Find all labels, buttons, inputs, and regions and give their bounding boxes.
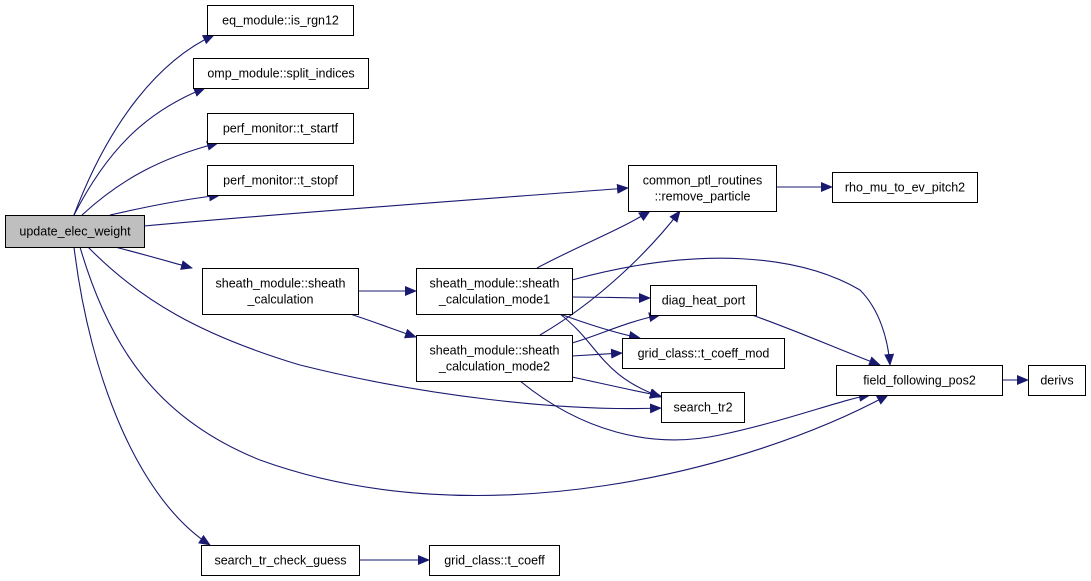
edge-update_elec_weight-to-search_tr2 [87, 246, 662, 414]
node-label-line: search_tr2 [673, 401, 732, 415]
edge-sheath_mode2-to-field_following [519, 380, 871, 441]
node-label-line: omp_module::split_indices [207, 67, 354, 81]
node-box[interactable] [201, 545, 360, 576]
node-box[interactable] [832, 172, 978, 203]
edge-sheath_mode1-to-diag_heat_port [571, 292, 651, 303]
node-is-rgn12[interactable]: eq_module::is_rgn12 [207, 5, 354, 36]
edge-update_elec_weight-to-t_startf [81, 140, 219, 216]
node-search-tr-check[interactable]: search_tr_check_guess [201, 545, 360, 576]
node-label-line: grid_class::t_coeff_mod [638, 347, 770, 361]
edge-line [571, 257, 895, 366]
edge-sheath_mode2-to-t_coeff_mod [571, 348, 623, 359]
node-t-startf[interactable]: perf_monitor::t_startf [207, 113, 354, 144]
node-label-line: field_following_pos2 [863, 374, 976, 388]
node-box[interactable] [628, 165, 777, 212]
edge-update_elec_weight-to-remove_particle [143, 183, 629, 227]
edge-sheath_mode1-to-remove_particle [536, 210, 651, 269]
edge-line [559, 313, 641, 341]
node-box[interactable] [1028, 365, 1086, 396]
edge-line [559, 313, 662, 398]
edge-line [143, 183, 629, 227]
edge-line [73, 246, 211, 546]
node-box[interactable] [429, 545, 560, 576]
node-label-line: rho_mu_to_ev_pitch2 [845, 181, 965, 195]
edge-line [571, 348, 623, 359]
node-field-following[interactable]: field_following_pos2 [836, 365, 1003, 396]
edge-line [87, 246, 662, 414]
node-update-elec-weight[interactable]: update_elec_weight [5, 215, 145, 248]
node-box[interactable] [622, 338, 785, 369]
edge-update_elec_weight-to-sheath_calc [114, 246, 193, 270]
node-label-line: search_tr_check_guess [214, 554, 346, 568]
node-box[interactable] [836, 365, 1003, 396]
node-label-line: derivs [1040, 374, 1073, 388]
edge-sheath_mode2-to-search_tr2 [571, 376, 662, 399]
node-t-coeff-mod[interactable]: grid_class::t_coeff_mod [622, 338, 785, 369]
edge-sheath_mode1-to-field_following [571, 257, 895, 366]
node-t-stopf[interactable]: perf_monitor::t_stopf [207, 165, 354, 196]
node-label-line: sheath_module::sheath [430, 277, 560, 291]
node-label-line: perf_monitor::t_startf [223, 122, 339, 136]
edge-sheath_mode1-to-t_coeff_mod [559, 313, 641, 341]
node-search-tr2[interactable]: search_tr2 [661, 392, 745, 423]
edge-line [519, 380, 871, 441]
edge-line [751, 314, 881, 366]
node-label-line: grid_class::t_coeff [444, 554, 545, 568]
node-box[interactable] [207, 113, 354, 144]
node-label-line: _calculation_mode2 [438, 360, 550, 374]
edge-line [79, 246, 889, 497]
node-box[interactable] [202, 268, 359, 315]
node-box[interactable] [207, 5, 354, 36]
node-label-line: _calculation [246, 293, 313, 307]
edge-line [109, 191, 221, 216]
node-sheath-mode1[interactable]: sheath_module::sheath_calculation_mode1 [416, 268, 573, 315]
node-remove-particle[interactable]: common_ptl_routines::remove_particle [628, 165, 777, 212]
node-sheath-mode2[interactable]: sheath_module::sheath_calculation_mode2 [416, 335, 573, 382]
node-t-coeff[interactable]: grid_class::t_coeff [429, 545, 560, 576]
edge-update_elec_weight-to-field_following [79, 246, 889, 497]
edge-update_elec_weight-to-split_indices [73, 87, 206, 216]
node-label-line: perf_monitor::t_stopf [223, 174, 338, 188]
node-label-line: sheath_module::sheath [430, 344, 560, 358]
node-label-line: _calculation_mode1 [438, 293, 550, 307]
edge-sheath_mode1-to-search_tr2 [559, 313, 662, 398]
edge-line [571, 292, 651, 303]
edge-sheath_mode2-to-remove_particle [539, 210, 681, 336]
edge-update_elec_weight-to-t_stopf [109, 191, 221, 216]
node-sheath-calc[interactable]: sheath_module::sheath_calculation [202, 268, 359, 315]
node-split-indices[interactable]: omp_module::split_indices [193, 58, 369, 89]
node-box[interactable] [207, 165, 354, 196]
node-label-line: update_elec_weight [19, 225, 131, 239]
node-box[interactable] [416, 268, 573, 315]
node-rho-mu[interactable]: rho_mu_to_ev_pitch2 [832, 172, 978, 203]
edge-update_elec_weight-to-is_rgn12 [73, 34, 215, 216]
node-box[interactable] [416, 335, 573, 382]
edge-line [536, 210, 651, 269]
node-box[interactable] [650, 285, 757, 316]
node-label-line: eq_module::is_rgn12 [222, 14, 339, 28]
node-diag-heat-port[interactable]: diag_heat_port [650, 285, 757, 316]
edge-line [73, 87, 206, 216]
edge-line [571, 376, 662, 399]
node-box[interactable] [5, 215, 145, 248]
edge-line [539, 210, 681, 336]
node-label-line: sheath_module::sheath [216, 277, 346, 291]
node-box[interactable] [661, 392, 745, 423]
edge-line [114, 246, 193, 270]
node-derivs[interactable]: derivs [1028, 365, 1086, 396]
edge-diag_heat_port-to-field_following [751, 314, 881, 366]
edge-line [349, 313, 417, 339]
edge-line [571, 312, 661, 344]
edge-update_elec_weight-to-search_tr_check [73, 246, 211, 546]
node-label-line: ::remove_particle [655, 190, 751, 204]
node-label-line: diag_heat_port [662, 294, 746, 308]
node-label-line: common_ptl_routines [643, 174, 763, 188]
edge-line [73, 34, 215, 216]
edge-line [81, 140, 219, 216]
edge-sheath_mode2-to-diag_heat_port [571, 312, 661, 344]
edge-sheath_calc-to-sheath_mode2 [349, 313, 417, 339]
node-box[interactable] [193, 58, 369, 89]
